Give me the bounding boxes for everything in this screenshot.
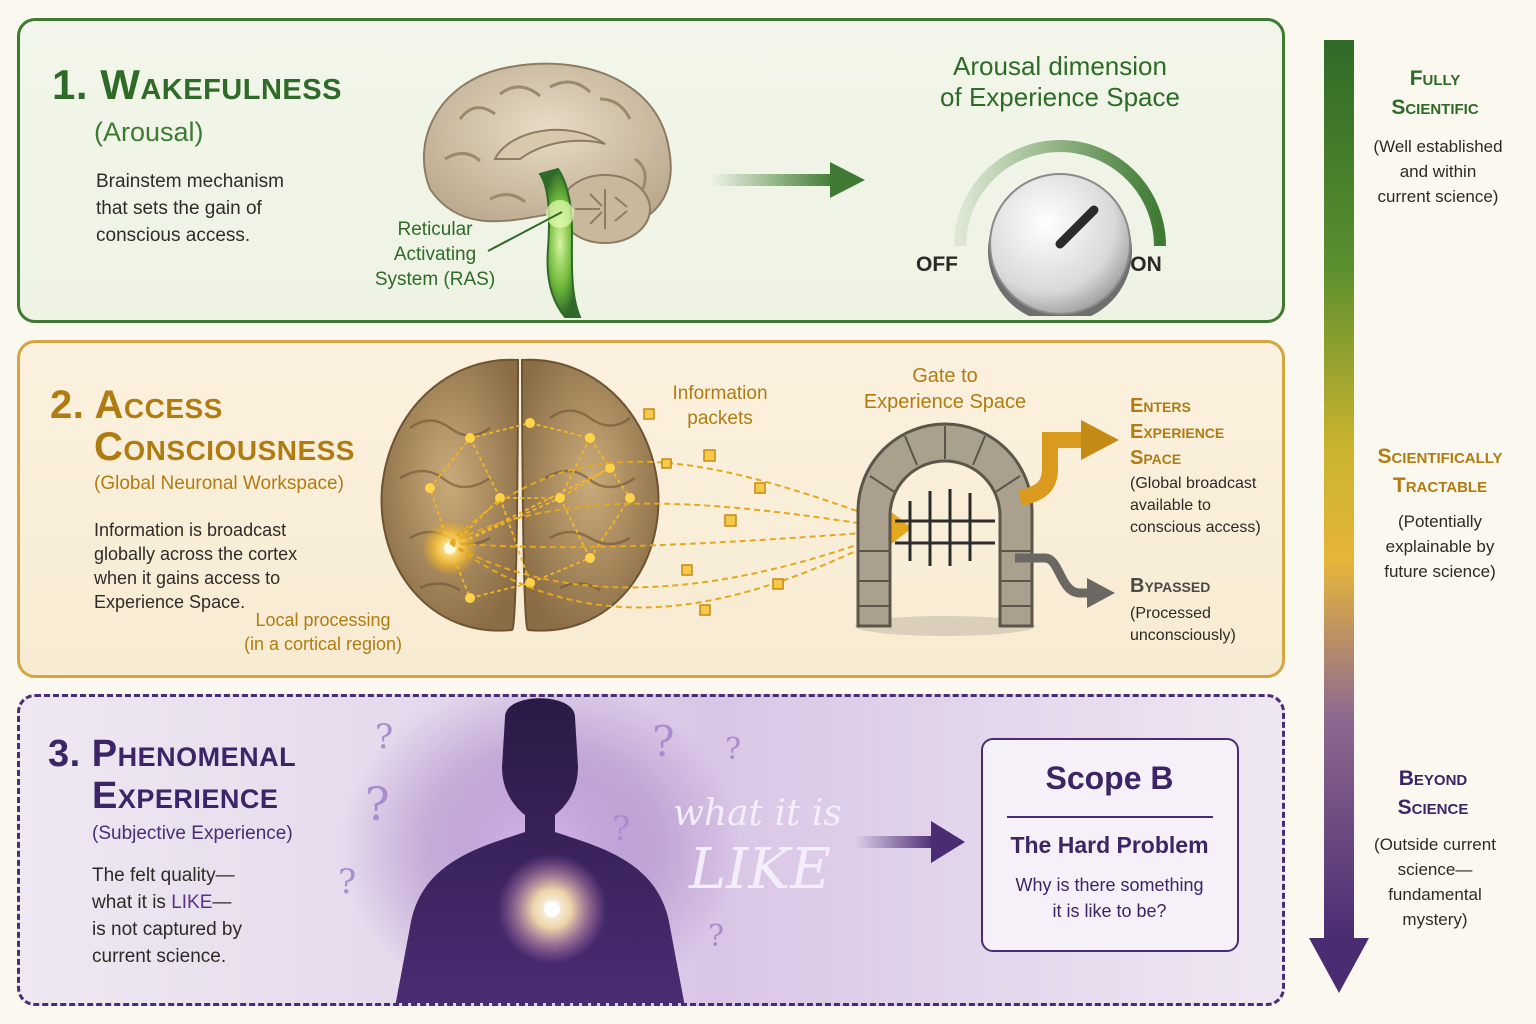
gate-arch-icon <box>850 421 1040 636</box>
phenomenal-description: The felt quality— what it is LIKE— is no… <box>92 862 242 970</box>
desc-line-2: what it is LIKE— <box>92 889 242 916</box>
wakefulness-description: Brainstem mechanism that sets the gain o… <box>96 168 284 249</box>
question-mark-1: ? <box>375 717 393 757</box>
desc-like-word: LIKE <box>171 892 212 913</box>
bypass-arrow <box>1015 548 1120 618</box>
question-mark-4: ? <box>652 717 675 766</box>
desc-line-3: is not captured by <box>92 916 242 943</box>
question-mark-3: ? <box>338 862 356 902</box>
like-text: LIKE <box>685 837 835 902</box>
access-description: Information is broadcast globally across… <box>94 518 297 614</box>
what-it-is-text: what it is <box>670 793 845 834</box>
scope-b-title: Scope B <box>983 760 1236 797</box>
enters-note: (Global broadcast available to conscious… <box>1130 473 1261 539</box>
access-title-line1: 2. Access <box>50 383 223 428</box>
bypassed-note: (Processed unconsciously) <box>1130 603 1236 647</box>
phenomenal-title-line2: Experience <box>92 775 278 818</box>
phenomenal-subtitle: (Subjective Experience) <box>92 823 293 845</box>
scale-level-2-heading: Scientifically Tractable <box>1345 442 1535 500</box>
question-mark-7: ? <box>708 919 724 954</box>
person-silhouette-illustration <box>340 697 740 1006</box>
local-processing-label: Local processing (in a cortical region) <box>238 608 408 656</box>
question-mark-2: ? <box>365 777 390 831</box>
scale-level-1-heading: Fully Scientific <box>1340 64 1530 122</box>
scale-level-2-note: (Potentially explainable by future scien… <box>1355 509 1525 584</box>
desc-line-4: current science. <box>92 943 242 970</box>
question-mark-6: ? <box>612 809 630 849</box>
phenomenal-title-line1: 3. Phenomenal <box>48 733 296 776</box>
scale-level-3-heading: Beyond Science <box>1338 764 1528 822</box>
ras-label: Reticular Activating System (RAS) <box>360 217 510 292</box>
desc-line-1: The felt quality— <box>92 862 242 889</box>
bypassed-title: Bypassed <box>1130 575 1210 598</box>
access-panel: 2. Access Consciousness (Global Neuronal… <box>17 340 1285 678</box>
dial-on-label: ON <box>1124 253 1168 277</box>
packets-label: Information packets <box>650 381 790 431</box>
wakefulness-title: 1. Wakefulness <box>52 61 342 109</box>
arrow-to-dial <box>710 156 870 206</box>
scope-b-card: Scope B The Hard Problem Why is there so… <box>981 738 1239 952</box>
scope-b-divider <box>1007 816 1213 818</box>
phenomenal-panel: 3. Phenomenal Experience (Subjective Exp… <box>17 694 1285 1006</box>
dial-title: Arousal dimension of Experience Space <box>920 51 1200 113</box>
scale-level-1-note: (Well established and within current sci… <box>1353 134 1523 209</box>
hard-problem-title: The Hard Problem <box>983 832 1236 859</box>
hard-problem-question: Why is there something it is like to be? <box>983 872 1236 924</box>
dial-off-label: OFF <box>912 253 962 277</box>
wakefulness-subtitle: (Arousal) <box>94 117 204 148</box>
scale-level-3-note: (Outside current science— fundamental my… <box>1350 832 1520 932</box>
access-title-line2: Consciousness <box>94 425 355 470</box>
arousal-dial[interactable] <box>935 126 1185 316</box>
access-subtitle: (Global Neuronal Workspace) <box>94 473 344 495</box>
wakefulness-panel: 1. Wakefulness (Arousal) Brainstem mecha… <box>17 18 1285 323</box>
enters-title: Enters Experience Space <box>1130 393 1224 471</box>
question-mark-5: ? <box>725 732 741 767</box>
enters-arrow <box>1015 398 1125 508</box>
arrow-to-scope <box>855 815 967 871</box>
